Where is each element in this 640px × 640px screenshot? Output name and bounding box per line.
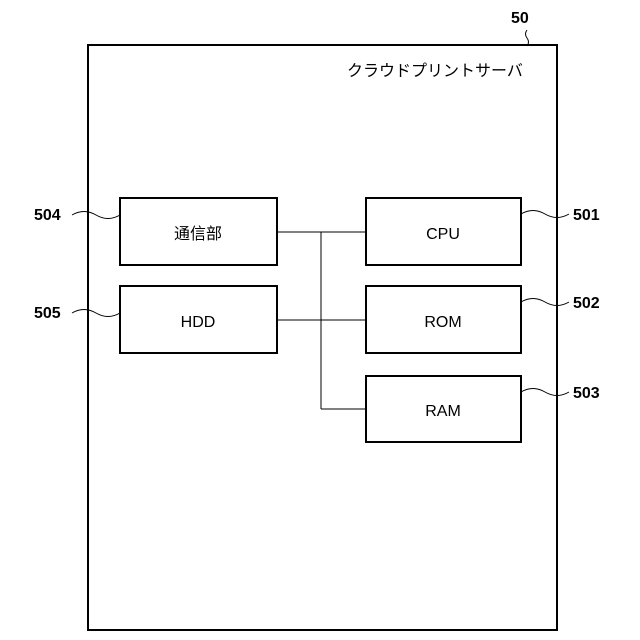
rom-ref: 502 [573, 295, 600, 312]
comm-unit-ref: 504 [34, 207, 61, 224]
hdd-ref-leader [72, 310, 120, 317]
server-title: クラウドプリントサーバ [347, 62, 523, 80]
hdd-ref: 505 [34, 305, 61, 322]
rom-block: ROM [366, 286, 521, 353]
hdd-block: HDD [120, 286, 277, 353]
ram-ref-leader [521, 389, 569, 396]
ram-block: RAM [366, 376, 521, 442]
rom-ref-leader [521, 299, 569, 306]
ram-label: RAM [425, 403, 461, 420]
hdd-label: HDD [181, 314, 216, 331]
cpu-block: CPU [366, 198, 521, 265]
rom-label: ROM [424, 314, 461, 331]
cpu-ref-leader [521, 211, 569, 218]
comm-unit-block: 通信部 [120, 198, 277, 265]
cpu-ref: 501 [573, 207, 600, 224]
comm-unit-ref-leader [72, 212, 120, 219]
cpu-label: CPU [426, 226, 460, 243]
ram-ref: 503 [573, 385, 600, 402]
comm-unit-label: 通信部 [174, 225, 222, 243]
server-ref-label: 50 [511, 10, 529, 27]
server-ref-leader [526, 30, 529, 46]
